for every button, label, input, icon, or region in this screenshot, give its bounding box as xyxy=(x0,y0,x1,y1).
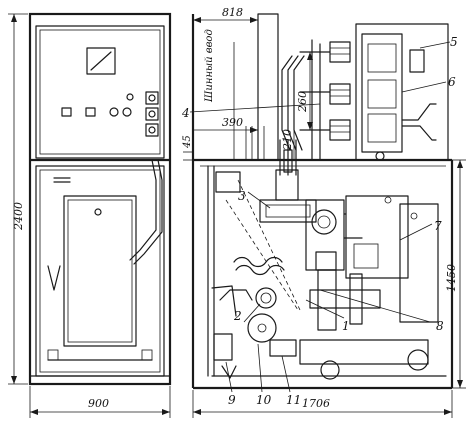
dim-panel-height: 2400 xyxy=(12,202,25,231)
busbar-entry-label: Шинный ввод xyxy=(204,29,215,103)
upper-door xyxy=(35,25,165,159)
callout-4: 4 xyxy=(181,106,190,120)
signal-lamp xyxy=(126,93,134,101)
section-view xyxy=(191,13,454,390)
callout-3: 3 xyxy=(238,189,246,203)
busbar-duct xyxy=(257,13,279,161)
drive-pulley xyxy=(255,287,277,309)
callout-10: 10 xyxy=(256,393,272,407)
busbar-compartment xyxy=(355,23,449,161)
dim-45: 45 xyxy=(182,135,193,149)
dim-top-offset: 818 xyxy=(222,6,243,19)
callout-1: 1 xyxy=(342,319,350,333)
section-dimensions: 818 Шинный ввод 260 390 210 45 1450 xyxy=(182,6,466,418)
front-view xyxy=(28,12,172,386)
callouts: 1 2 3 4 5 6 7 8 9 10 11 xyxy=(181,35,458,407)
handle-icon xyxy=(47,265,61,291)
dim-lower-height: 1450 xyxy=(445,264,458,292)
truck-wheel-2 xyxy=(407,349,429,371)
control-knob-1 xyxy=(109,107,119,117)
indicator-lamp-2 xyxy=(85,107,96,117)
actuator-mechanism xyxy=(247,313,277,343)
callout-6: 6 xyxy=(448,75,456,89)
switch-block-1 xyxy=(145,91,159,105)
callout-5: 5 xyxy=(450,35,458,49)
meter-icon xyxy=(86,47,116,75)
inspection-window xyxy=(63,195,137,347)
breaker-body xyxy=(345,195,409,279)
callout-7: 7 xyxy=(434,219,442,233)
front-frame xyxy=(28,12,172,386)
lower-door xyxy=(35,165,165,377)
fixed-contacts xyxy=(259,199,317,223)
callout-11: 11 xyxy=(286,393,301,407)
withdrawable-truck xyxy=(299,339,429,365)
callout-9: 9 xyxy=(228,393,236,407)
control-knob-2 xyxy=(122,107,132,117)
callout-8: 8 xyxy=(436,319,444,333)
indicator-lamp-1 xyxy=(61,107,72,117)
truck-wheel-1 xyxy=(320,360,340,380)
dim-panel-width: 900 xyxy=(88,397,109,410)
callout-2: 2 xyxy=(233,309,242,323)
dim-depth-total: 1706 xyxy=(302,397,330,410)
front-dimensions: 2400 900 xyxy=(8,13,171,418)
dim-210: 210 xyxy=(281,129,294,151)
dim-390: 390 xyxy=(222,116,243,129)
dim-busbar-spacing: 260 xyxy=(296,91,309,113)
